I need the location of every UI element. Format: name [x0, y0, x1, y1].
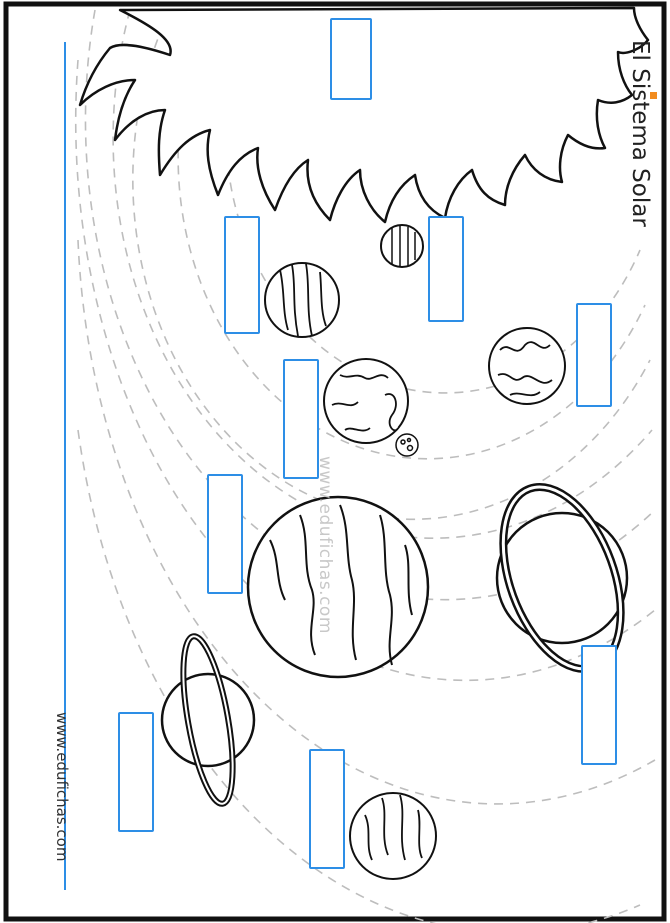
answer-box-neptune[interactable] — [309, 749, 345, 869]
answer-box-mercury[interactable] — [428, 216, 464, 322]
watermark: www.edufichas.com — [314, 456, 336, 716]
title-marker — [650, 92, 657, 99]
jupiter-icon — [248, 497, 428, 677]
uranus-icon — [162, 633, 254, 807]
footer-url: www.edufichas.com — [52, 712, 72, 912]
venus-icon — [265, 263, 339, 337]
mars-icon — [489, 328, 565, 404]
answer-box-uranus[interactable] — [118, 712, 154, 832]
earth-icon — [324, 359, 408, 443]
answer-box-venus[interactable] — [224, 216, 260, 334]
moon-icon — [396, 434, 418, 456]
page-title: El Sistema Solar — [625, 40, 655, 280]
saturn-icon — [481, 471, 644, 685]
answer-box-sun[interactable] — [330, 18, 372, 100]
mercury-icon — [381, 225, 423, 267]
neptune-icon — [350, 793, 436, 879]
answer-box-saturn[interactable] — [581, 645, 617, 765]
answer-box-jupiter[interactable] — [207, 474, 243, 594]
answer-box-mars[interactable] — [576, 303, 612, 407]
